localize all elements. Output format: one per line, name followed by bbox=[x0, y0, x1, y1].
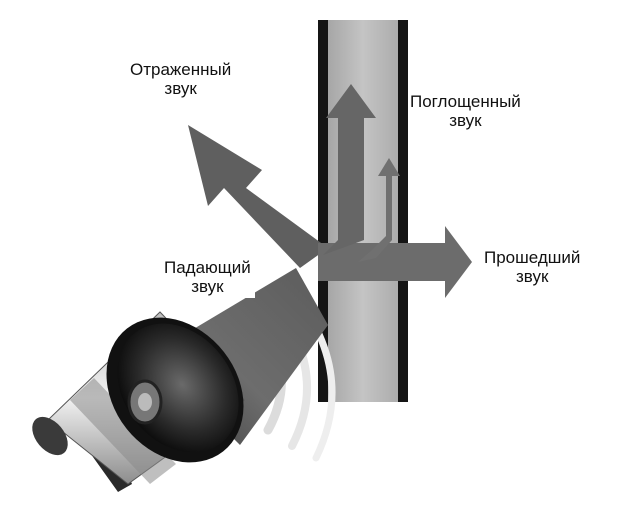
label-reflected-sound: Отраженный звук bbox=[130, 60, 231, 98]
label-transmitted-line1: Прошедший bbox=[484, 248, 581, 267]
label-incident-line2: звук bbox=[191, 277, 224, 296]
wall bbox=[318, 20, 408, 402]
incident-beam bbox=[150, 268, 328, 445]
label-transmitted-sound: Прошедший звук bbox=[484, 248, 580, 286]
reflected-arrow bbox=[188, 125, 328, 268]
label-reflected-line2: звук bbox=[164, 79, 197, 98]
megaphone-icon bbox=[32, 311, 245, 492]
label-transmitted-line2: звук bbox=[516, 267, 549, 286]
label-absorbed-line2: звук bbox=[449, 111, 482, 130]
absorbed-arrow-large bbox=[323, 84, 376, 255]
transmitted-arrow bbox=[318, 226, 472, 298]
label-incident-line1: Падающий bbox=[164, 258, 251, 277]
absorbed-arrow-small bbox=[358, 158, 400, 262]
label-reflected-line1: Отраженный bbox=[130, 60, 232, 79]
label-absorbed-line1: Поглощенный bbox=[410, 92, 521, 111]
label-absorbed-sound: Поглощенный звук bbox=[410, 92, 521, 130]
label-incident-sound: Падающий звук bbox=[160, 258, 255, 298]
